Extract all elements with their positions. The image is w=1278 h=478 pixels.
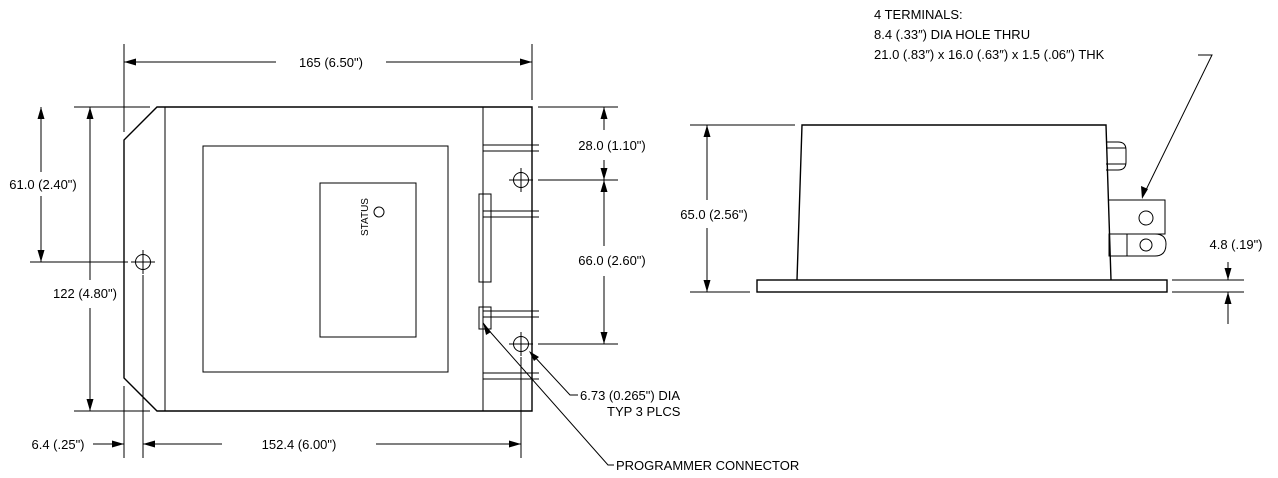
terminals-line3: 21.0 (.83″) x 16.0 (.63″) x 1.5 (.06″) T… <box>874 47 1105 62</box>
dim-overall-height: 122 (4.80") <box>53 106 150 412</box>
side-view <box>756 124 1168 293</box>
hole-dia-line1: 6.73 (0.265") DIA <box>580 388 680 403</box>
dim-mount-height: 61.0 (2.40") <box>9 107 128 263</box>
dim-hole-spacing-horizontal: 152.4 (6.00") <box>142 275 522 458</box>
status-label: STATUS <box>360 198 371 236</box>
lid-outline <box>164 106 484 412</box>
hole-spacing-horizontal-label: 152.4 (6.00") <box>262 437 337 452</box>
overall-height-label: 122 (4.80") <box>53 286 117 301</box>
top-view-outline <box>123 106 533 412</box>
dim-base-thickness: 4.8 (.19") <box>1172 237 1263 324</box>
mount-height-label: 61.0 (2.40") <box>9 177 77 192</box>
dim-top-hole-offset: 28.0 (1.10") <box>538 106 646 181</box>
edge-offset-label: 6.4 (.25") <box>31 437 84 452</box>
dim-hole-spacing: 66.0 (2.60") <box>538 180 646 345</box>
terminal-block <box>478 193 492 283</box>
hole-dia-line2: TYP 3 PLCS <box>607 404 681 419</box>
terminal-hole-icon <box>1139 238 1153 252</box>
dim-overall-width: 165 (6.50") <box>123 44 533 132</box>
side-height-label: 65.0 (2.56") <box>680 207 748 222</box>
status-led-icon <box>373 206 385 218</box>
base-plate <box>756 279 1168 293</box>
status-window <box>319 182 417 338</box>
terminal-hole-icon <box>1138 210 1154 226</box>
label-recess <box>202 145 449 373</box>
overall-width-label: 165 (6.50") <box>299 55 363 70</box>
terminals-line1: 4 TERMINALS: <box>874 7 963 22</box>
top-view: STATUS <box>123 106 539 412</box>
dim-side-height: 65.0 (2.56") <box>680 124 795 293</box>
base-thickness-label: 4.8 (.19") <box>1209 237 1262 252</box>
hole-spacing-label: 66.0 (2.60") <box>578 253 646 268</box>
callout-terminals: 4 TERMINALS: 8.4 (.33″) DIA HOLE THRU 21… <box>874 7 1213 199</box>
top-hole-offset-label: 28.0 (1.10") <box>578 138 646 153</box>
callout-programmer-connector: PROGRAMMER CONNECTOR <box>483 322 799 473</box>
side-body <box>796 124 1112 281</box>
dim-edge-offset: 6.4 (.25") <box>31 386 125 458</box>
programmer-connector-label: PROGRAMMER CONNECTOR <box>616 458 799 473</box>
callout-hole-dia: 6.73 (0.265") DIA TYP 3 PLCS <box>529 351 681 419</box>
terminals-line2: 8.4 (.33″) DIA HOLE THRU <box>874 27 1030 42</box>
